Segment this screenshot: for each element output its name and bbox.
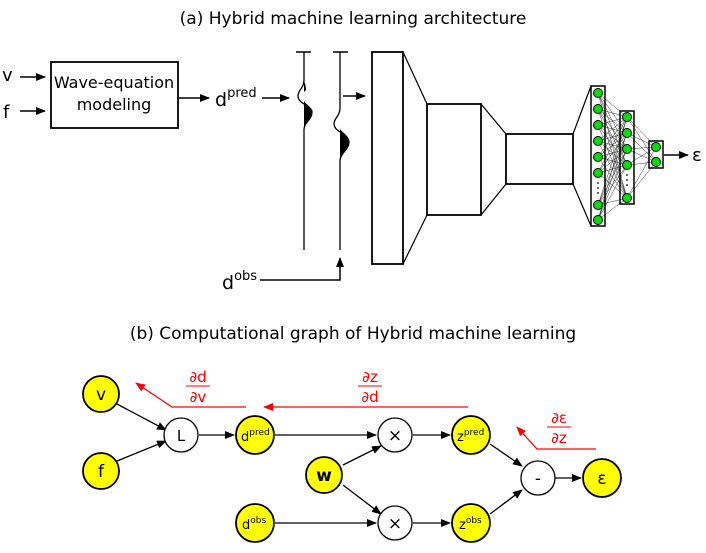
gradient-dz-dd-den: ∂d [361, 388, 378, 406]
panel-a-title: (a) Hybrid machine learning architecture [180, 9, 527, 29]
gradient-dz-dd-num: ∂z [362, 368, 378, 386]
node-v-label: v [96, 385, 106, 405]
edge-f-to-L [116, 440, 167, 462]
node-w [305, 456, 343, 494]
d-obs-arrow [260, 257, 344, 281]
node-w-label: w [316, 466, 332, 486]
cnn-layer-1 [371, 51, 404, 265]
node-z-obs [451, 503, 491, 543]
node-z-obs-label: zobs [459, 516, 482, 533]
node-L-label: L [177, 427, 186, 445]
cnn-layer-3 [505, 133, 574, 185]
d-pred-label: dpred [215, 86, 257, 111]
input-v-label: v [2, 65, 13, 86]
gradient-arrow-deps-dz [516, 426, 596, 450]
node-minus [520, 460, 556, 496]
edge-zobs-to-minus [489, 489, 523, 515]
node-times-top-label: × [388, 426, 402, 446]
gradient-deps-dz-den: ∂z [551, 429, 567, 447]
gradient-dd-dv-den: ∂v [190, 388, 207, 406]
node-times-bottom-label: × [388, 514, 402, 534]
observed-trace [333, 51, 350, 250]
cnn-stack [371, 51, 592, 265]
modeling-box-line1: Wave-equation [54, 73, 174, 92]
gradient-dd-dv: ∂d ∂v [186, 368, 210, 406]
input-f-label: f [3, 102, 10, 123]
gradient-arrow-dd-dv [135, 382, 246, 408]
node-times-top [377, 417, 413, 453]
node-z-pred-label: zpred [457, 428, 484, 445]
gradient-dz-dd: ∂z ∂d [358, 368, 382, 406]
node-epsilon [582, 458, 622, 498]
edge-zpred-to-minus [489, 443, 523, 467]
node-z-pred [451, 415, 491, 455]
node-f-label: f [98, 462, 105, 482]
node-epsilon-label: ε [597, 469, 606, 489]
node-d-obs-label: dobs [242, 516, 266, 533]
wave-equation-modeling-box [50, 61, 179, 129]
edge-v-to-L [116, 403, 167, 431]
node-f [82, 452, 120, 490]
fully-connected-network [590, 85, 664, 227]
node-d-pred [235, 415, 275, 455]
node-v [82, 375, 120, 413]
node-minus-label: - [535, 469, 541, 489]
node-L [163, 417, 199, 453]
output-epsilon-label: ε [692, 145, 702, 166]
node-d-obs [235, 503, 275, 543]
d-obs-label: dobs [222, 269, 257, 294]
edge-w-to-times-bottom [342, 484, 382, 515]
predicted-trace [296, 51, 313, 250]
cnn-layer-2 [426, 103, 482, 216]
gradient-deps-dz-num: ∂ε [551, 409, 567, 427]
edge-w-to-times-top [342, 445, 382, 466]
gradient-deps-dz: ∂ε ∂z [547, 409, 571, 447]
node-times-bottom [377, 505, 413, 541]
gradient-dd-dv-num: ∂d [189, 368, 206, 386]
panel-b-title: (b) Computational graph of Hybrid machin… [130, 324, 576, 344]
node-d-pred-label: dpred [241, 428, 270, 445]
modeling-box-line2: modeling [77, 95, 152, 114]
